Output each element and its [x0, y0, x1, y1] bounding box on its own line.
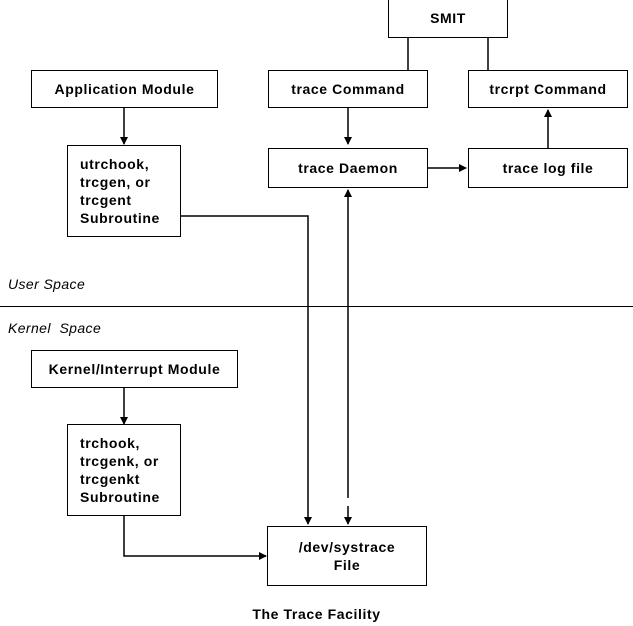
dev-systrace-box: /dev/systrace File	[267, 526, 427, 586]
trchook-line-3: trcgenkt	[80, 471, 141, 487]
trchook-line-4: Subroutine	[80, 489, 160, 505]
trcrpt-command-box: trcrpt Command	[468, 70, 628, 108]
kernel-interrupt-module-box: Kernel/Interrupt Module	[31, 350, 238, 388]
utrchook-line-2: trcgen, or	[80, 174, 151, 190]
trchook-line-1: trchook,	[80, 435, 141, 451]
kernel-space-label: Kernel Space	[8, 320, 102, 336]
trchook-to-systrace-arrow	[123, 516, 267, 560]
smit-box: SMIT	[388, 0, 508, 38]
user-kernel-divider	[0, 306, 633, 307]
trace-command-box: trace Command	[268, 70, 428, 108]
utrchook-to-systrace-arrow	[181, 215, 312, 525]
utrchook-subroutine-box: utrchook, trcgen, or trcgent Subroutine	[67, 145, 181, 237]
trace-daemon-box: trace Daemon	[268, 148, 428, 188]
trace-command-label: trace Command	[291, 81, 405, 97]
utrchook-line-1: utrchook,	[80, 156, 150, 172]
user-space-label: User Space	[8, 276, 86, 292]
trchook-subroutine-box: trchook, trcgenk, or trcgenkt Subroutine	[67, 424, 181, 516]
trace-log-file-label: trace log file	[502, 160, 594, 176]
dev-systrace-line-1: /dev/systrace	[298, 539, 396, 555]
utrchook-line-3: trcgent	[80, 192, 132, 208]
trace-log-file-box: trace log file	[468, 148, 628, 188]
figure-caption: The Trace Facility	[252, 606, 381, 622]
kernel-interrupt-module-label: Kernel/Interrupt Module	[48, 361, 221, 377]
smit-label: SMIT	[430, 10, 466, 26]
trace-daemon-label: trace Daemon	[298, 160, 398, 176]
utrchook-line-4: Subroutine	[80, 210, 160, 226]
dev-systrace-line-2: File	[333, 557, 361, 573]
trchook-line-2: trcgenk, or	[80, 453, 159, 469]
application-module-box: Application Module	[31, 70, 218, 108]
application-module-label: Application Module	[54, 81, 195, 97]
trcrpt-command-label: trcrpt Command	[489, 81, 607, 97]
